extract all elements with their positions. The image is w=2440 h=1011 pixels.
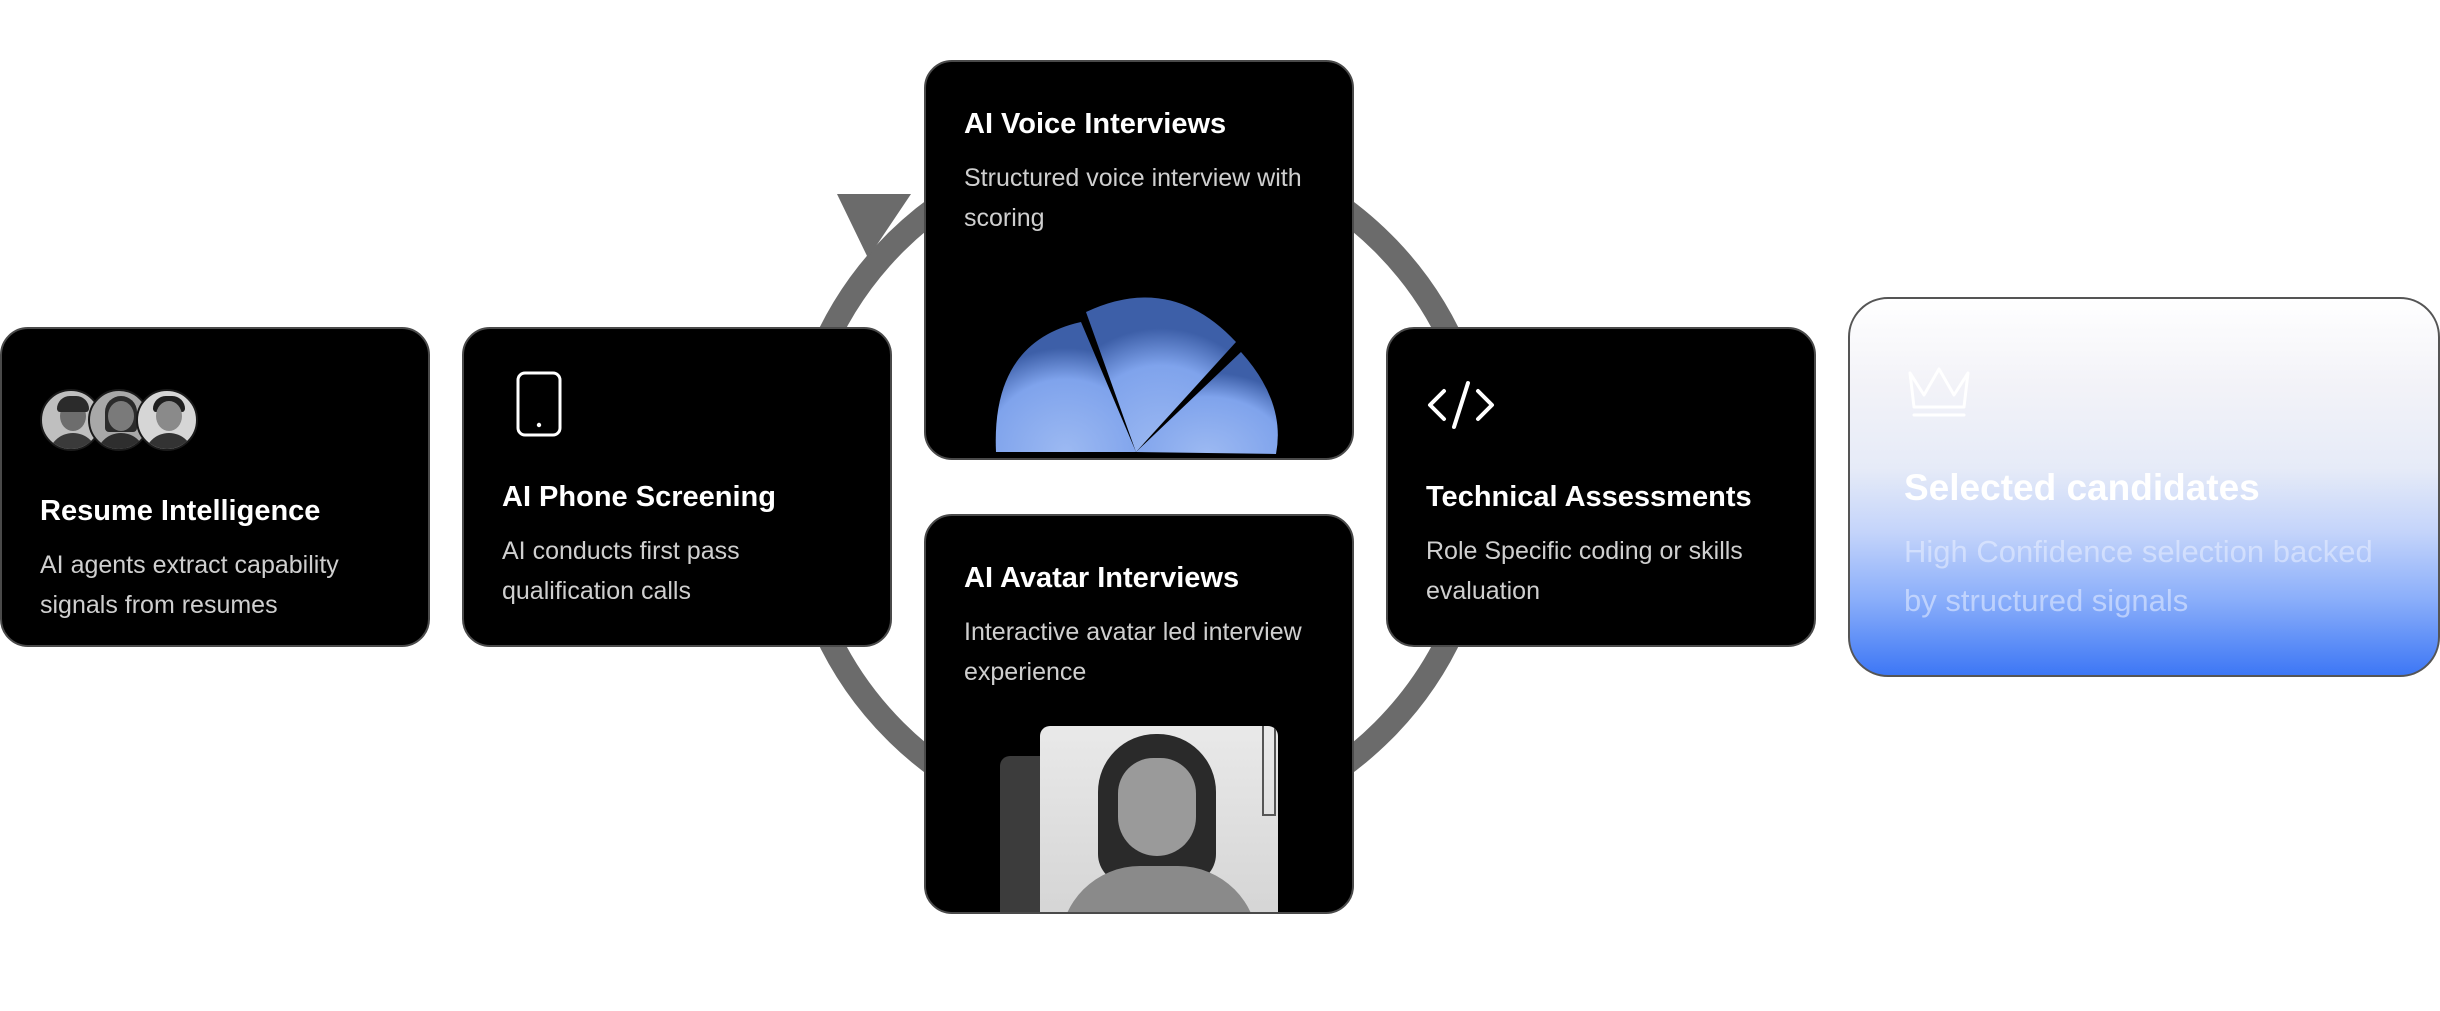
avatar-video <box>1040 726 1278 912</box>
card-title: AI Phone Screening <box>502 481 776 513</box>
voice-visualizer <box>995 297 1278 454</box>
card-description: Structured voice interview with scoring <box>964 164 1302 232</box>
selected-candidates-card: Selected candidates High Confidence sele… <box>1848 297 2440 677</box>
card-description: AI agents extract capability signals fro… <box>40 551 339 619</box>
crown-icon <box>1908 367 1970 417</box>
card-title: Resume Intelligence <box>40 495 321 527</box>
cycle-arrow-head <box>837 194 911 258</box>
card-description: High Confidence selection backed by stru… <box>1904 534 2373 618</box>
ai-avatar-interviews-card: AI Avatar Interviews Interactive avatar … <box>924 514 1354 914</box>
technical-assessments-card: Technical Assessments Role Specific codi… <box>1386 327 1816 647</box>
card-description: AI conducts first pass qualification cal… <box>502 537 740 605</box>
card-title: Technical Assessments <box>1426 481 1752 513</box>
code-icon <box>1428 381 1494 429</box>
card-title: AI Avatar Interviews <box>964 562 1240 594</box>
resume-intelligence-card: Resume Intelligence AI agents extract ca… <box>0 327 430 647</box>
avatar <box>136 389 198 451</box>
candidate-avatars <box>40 389 200 455</box>
ai-phone-screening-card: AI Phone Screening AI conducts first pas… <box>462 327 892 647</box>
avatar <box>40 389 102 451</box>
card-description: Interactive avatar led interview experie… <box>964 618 1302 686</box>
card-description: Role Specific coding or skills evaluatio… <box>1426 537 1743 605</box>
ai-voice-interviews-card: AI Voice Interviews Structured voice int… <box>924 60 1354 460</box>
card-title: AI Voice Interviews <box>964 108 1227 140</box>
phone-icon <box>516 371 562 437</box>
card-title: Selected candidates <box>1904 467 2260 508</box>
